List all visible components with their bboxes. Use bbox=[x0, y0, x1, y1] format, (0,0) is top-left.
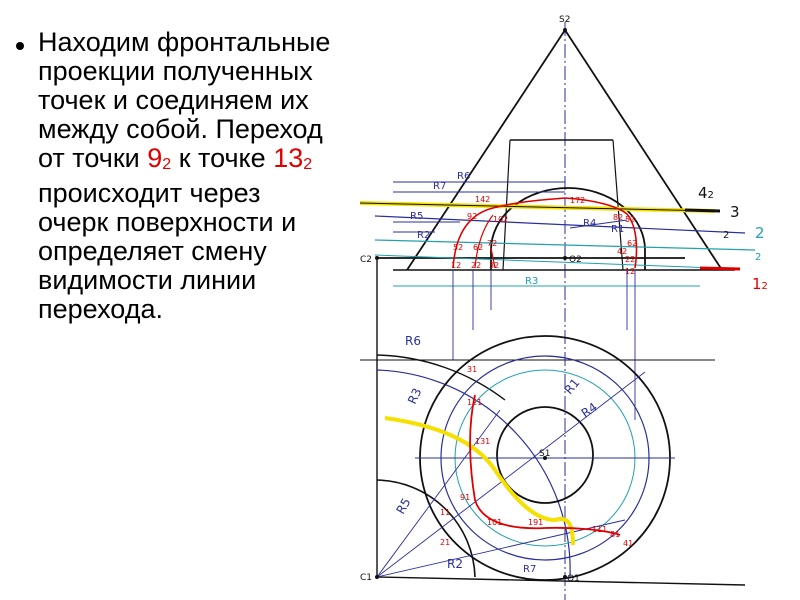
plan-arc-left bbox=[376, 354, 506, 401]
level-4-label: 42 bbox=[698, 184, 714, 202]
level-4-marker bbox=[684, 208, 721, 213]
front-radius-dimensions bbox=[393, 181, 700, 287]
r5-top-label: R5 bbox=[410, 211, 423, 222]
svg-text:81: 81 bbox=[610, 530, 620, 539]
level-4-line-ink bbox=[359, 202, 716, 212]
plan-transition-highlight bbox=[384, 416, 575, 546]
r7-top-label: R7 bbox=[433, 181, 446, 192]
svg-text:121: 121 bbox=[467, 398, 482, 407]
r2-plan-label: R2 bbox=[447, 557, 463, 571]
svg-text:62: 62 bbox=[473, 243, 483, 252]
svg-text:82: 82 bbox=[613, 213, 623, 222]
svg-text:111: 111 bbox=[592, 525, 607, 534]
front-arch bbox=[490, 187, 646, 270]
front-transition-curve-inner bbox=[474, 214, 496, 269]
level-2-sub-label: 2 bbox=[755, 252, 761, 263]
bullet-icon bbox=[16, 42, 24, 50]
c1-point bbox=[375, 575, 379, 579]
point-9-label: 92 bbox=[147, 143, 172, 174]
caption-text: Находим фронтальные проекции полученных … bbox=[38, 27, 331, 324]
r4-top-label: R4 bbox=[583, 218, 596, 229]
r7-plan-label: R7 bbox=[523, 564, 536, 575]
plan-transition-curve bbox=[469, 394, 621, 536]
projection-lines bbox=[452, 270, 636, 420]
level-1-line bbox=[374, 254, 716, 269]
svg-text:131: 131 bbox=[475, 437, 490, 446]
r6-plan-label: R6 bbox=[405, 334, 421, 348]
front-body-right-edge bbox=[612, 139, 624, 271]
o1-point bbox=[563, 575, 567, 579]
svg-text:91: 91 bbox=[460, 493, 470, 502]
svg-text:62: 62 bbox=[627, 239, 637, 248]
o2-point bbox=[563, 256, 567, 260]
level-1-label: 12 bbox=[752, 275, 768, 293]
level-1-marker bbox=[699, 266, 741, 271]
engineering-drawing: R6 R7 R5 R2 R4 R1 R3 142 92 102 52 62 72… bbox=[359, 15, 768, 600]
level-2-label: 2 bbox=[755, 224, 765, 242]
c1-label: C1 bbox=[360, 573, 372, 583]
svg-text:101: 101 bbox=[487, 518, 502, 527]
svg-text:42: 42 bbox=[617, 247, 627, 256]
r3-plan-label: R3 bbox=[405, 386, 424, 406]
plan-point-labels: 31 121 131 91 101 11 21 191 111 81 41 bbox=[440, 365, 633, 548]
c2-label: C2 bbox=[360, 255, 372, 265]
svg-text:21: 21 bbox=[440, 538, 450, 547]
plan-circle-core bbox=[496, 406, 594, 504]
svg-text:41: 41 bbox=[623, 539, 633, 548]
level-3-label: 3 bbox=[730, 203, 740, 221]
r5-plan-label: R5 bbox=[393, 496, 413, 517]
svg-text:22: 22 bbox=[625, 255, 635, 264]
svg-text:32: 32 bbox=[489, 261, 499, 270]
s1-label: S1 bbox=[539, 449, 550, 459]
c2-point bbox=[375, 256, 379, 260]
level-3-line bbox=[374, 215, 746, 234]
front-transition-curve bbox=[452, 197, 638, 269]
apex-point bbox=[563, 28, 567, 32]
level-2-line bbox=[374, 239, 756, 251]
front-point-labels: 142 92 102 52 62 72 12 22 32 172 82 52 6… bbox=[451, 195, 637, 276]
svg-text:52: 52 bbox=[453, 243, 463, 252]
svg-text:11: 11 bbox=[440, 508, 450, 517]
svg-text:72: 72 bbox=[487, 239, 497, 248]
level-3-sub-label: 2 bbox=[723, 230, 729, 241]
r4-plan-label: R4 bbox=[579, 400, 600, 421]
plan-quarter-arc-outer bbox=[376, 369, 571, 578]
o1-label: O1 bbox=[567, 574, 580, 584]
svg-text:172: 172 bbox=[570, 196, 585, 205]
bullet-item: Находим фронтальные проекции полученных … bbox=[12, 28, 332, 324]
svg-text:31: 31 bbox=[467, 365, 477, 374]
s1-point bbox=[543, 456, 547, 460]
svg-text:102: 102 bbox=[493, 215, 508, 224]
r2-top-label: R2 bbox=[417, 230, 430, 241]
apex-label: S2 bbox=[559, 15, 570, 25]
svg-text:191: 191 bbox=[528, 518, 543, 527]
svg-text:12: 12 bbox=[451, 261, 461, 270]
svg-text:92: 92 bbox=[467, 212, 477, 221]
point-13-label: 132 bbox=[273, 143, 313, 174]
o2-label: O2 bbox=[569, 255, 582, 265]
svg-text:142: 142 bbox=[475, 195, 490, 204]
svg-text:12: 12 bbox=[625, 267, 635, 276]
r1-top-label: R1 bbox=[611, 224, 624, 235]
r3-top-label: R3 bbox=[525, 276, 538, 287]
svg-text:22: 22 bbox=[471, 261, 481, 270]
text-panel: Находим фронтальные проекции полученных … bbox=[12, 28, 332, 324]
svg-text:52: 52 bbox=[625, 215, 635, 224]
plan-bottom-line bbox=[376, 576, 746, 586]
r6-top-label: R6 bbox=[457, 171, 470, 182]
